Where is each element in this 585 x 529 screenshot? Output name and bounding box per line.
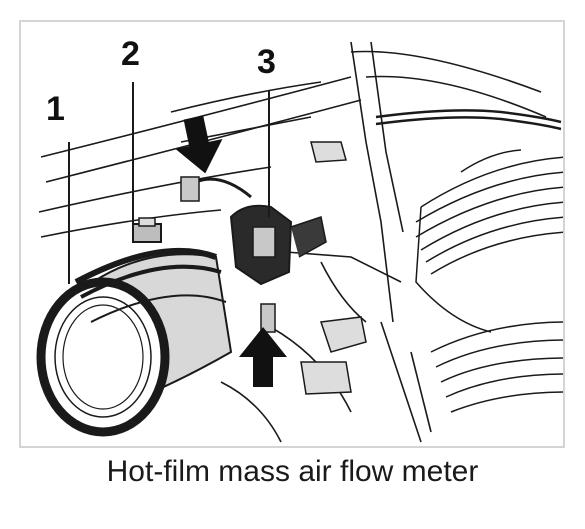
- diagram-figure: 1 2 3: [19, 20, 565, 448]
- callout-label-3: 3: [257, 43, 276, 81]
- background-engine-lines: [38, 41, 547, 443]
- air-duct-tube: [36, 247, 233, 437]
- arrow-down-icon: [175, 115, 223, 174]
- pointer-arrows: [175, 115, 287, 387]
- air-filter-housing: [415, 149, 563, 413]
- hose-clamp: [132, 217, 162, 243]
- arrow-up-icon: [239, 327, 287, 387]
- sensor-connector: [180, 141, 367, 395]
- callout-label-1: 1: [46, 90, 65, 128]
- callout-label-2: 2: [121, 35, 140, 73]
- figure-caption: Hot-film mass air flow meter: [106, 455, 479, 488]
- engine-bay-illustration: [36, 41, 563, 443]
- harness-cable: [375, 109, 562, 131]
- leader-lines: [68, 82, 270, 284]
